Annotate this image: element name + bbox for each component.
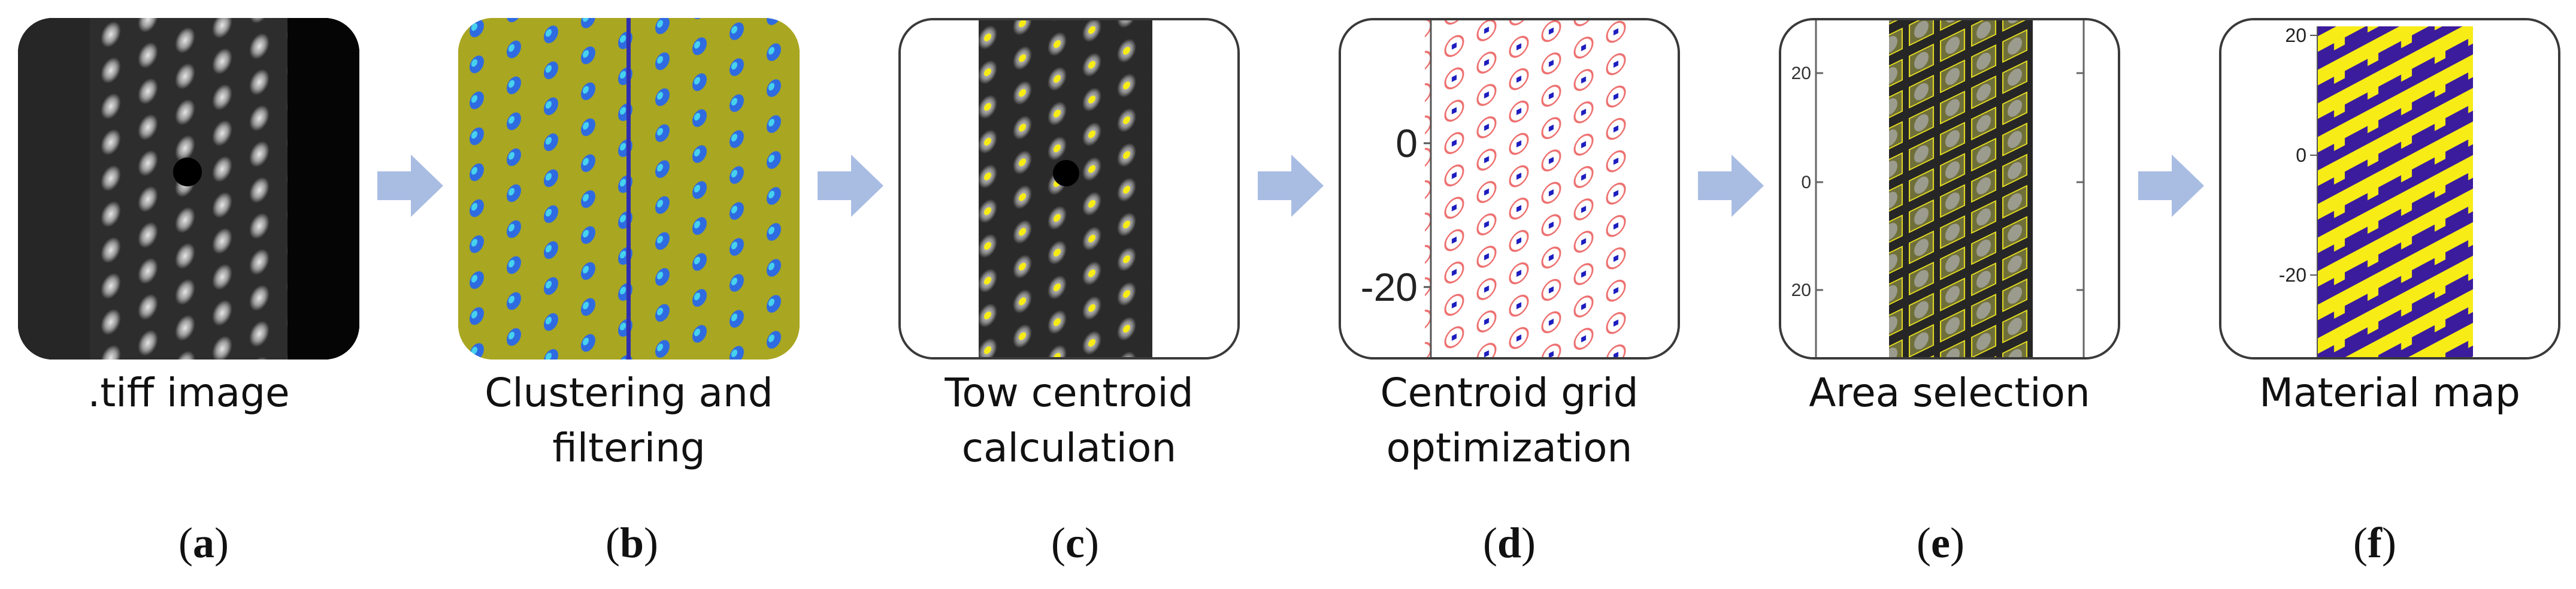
area-selection-plot: 20 0 20 <box>1781 20 2118 357</box>
clustering-graphic <box>458 18 800 360</box>
right-arrow-icon <box>1698 155 1764 217</box>
axis-tick-label: -20 <box>2279 264 2306 286</box>
panel-letter: d <box>1497 519 1522 567</box>
caption-line: filtering <box>552 425 706 471</box>
caption-c: Tow centroid calculation <box>853 366 1285 476</box>
paren-close: ) <box>1084 519 1099 567</box>
panel-label-e: (e) <box>1881 518 2000 568</box>
axis-tick-label: 20 <box>1791 64 1811 83</box>
caption-d: Centroid grid optimization <box>1294 366 1725 476</box>
panel-letter: c <box>1065 519 1085 567</box>
paren-open: ( <box>1482 519 1497 567</box>
paren-open: ( <box>2353 519 2368 567</box>
axis-tick-label: 0 <box>1396 121 1418 165</box>
panel-letter: b <box>619 519 644 567</box>
paren-open: ( <box>605 519 620 567</box>
axis-tick-label: 0 <box>2296 144 2306 166</box>
panel-label-c: (c) <box>1015 518 1135 568</box>
grid-optimization-plot: 0 -20 <box>1341 20 1678 357</box>
panel-label-d: (d) <box>1449 518 1569 568</box>
caption-line: Centroid grid <box>1380 370 1639 416</box>
panel-e-area-selection: 20 0 20 <box>1779 18 2120 360</box>
caption-line: Material map <box>2259 370 2520 416</box>
axis-tick-label: 20 <box>2285 25 2306 46</box>
caption-a: .tiff image <box>0 366 404 421</box>
panel-label-f: (f) <box>2315 518 2435 568</box>
panel-letter: f <box>2368 519 2382 567</box>
caption-line: .tiff image <box>87 370 290 416</box>
panel-label-b: (b) <box>572 518 692 568</box>
axis-tick-label: -20 <box>1361 265 1418 309</box>
tiff-image-graphic <box>18 18 359 360</box>
caption-line: Tow centroid <box>945 370 1194 416</box>
panel-letter: a <box>193 519 214 567</box>
panel-a-tiff-image <box>18 18 359 360</box>
panel-d-grid-optimization: 0 -20 <box>1339 18 1680 360</box>
axis-tick-label: 0 <box>1801 173 1811 192</box>
right-arrow-icon <box>377 155 443 217</box>
caption-line: Area selection <box>1809 370 2090 416</box>
paren-open: ( <box>1051 519 1066 567</box>
caption-line: optimization <box>1386 425 1633 471</box>
panel-c-tow-centroid <box>898 18 1240 360</box>
caption-b: Clustering and filtering <box>413 366 844 476</box>
caption-f: Material map <box>2174 366 2576 421</box>
paren-close: ) <box>1950 519 1964 567</box>
paren-close: ) <box>1521 519 1536 567</box>
paren-close: ) <box>2381 519 2396 567</box>
panel-f-material-map: 20 0 -20 <box>2219 18 2560 360</box>
caption-line: calculation <box>961 425 1177 471</box>
paren-close: ) <box>214 519 229 567</box>
right-arrow-icon <box>818 155 883 217</box>
caption-line: Clustering and <box>485 370 773 416</box>
right-arrow-icon <box>1258 155 1324 217</box>
panel-letter: e <box>1931 519 1950 567</box>
axis-tick-label: 20 <box>1791 280 1811 300</box>
paren-open: ( <box>1917 519 1932 567</box>
panel-b-clustering <box>458 18 800 360</box>
right-arrow-icon <box>2138 155 2204 217</box>
caption-e: Area selection <box>1734 366 2165 421</box>
paren-close: ) <box>644 519 658 567</box>
panel-label-a: (a) <box>144 518 264 568</box>
centroid-graphic <box>901 20 1237 357</box>
material-map-plot: 20 0 -20 <box>2221 20 2558 357</box>
paren-open: ( <box>178 519 193 567</box>
